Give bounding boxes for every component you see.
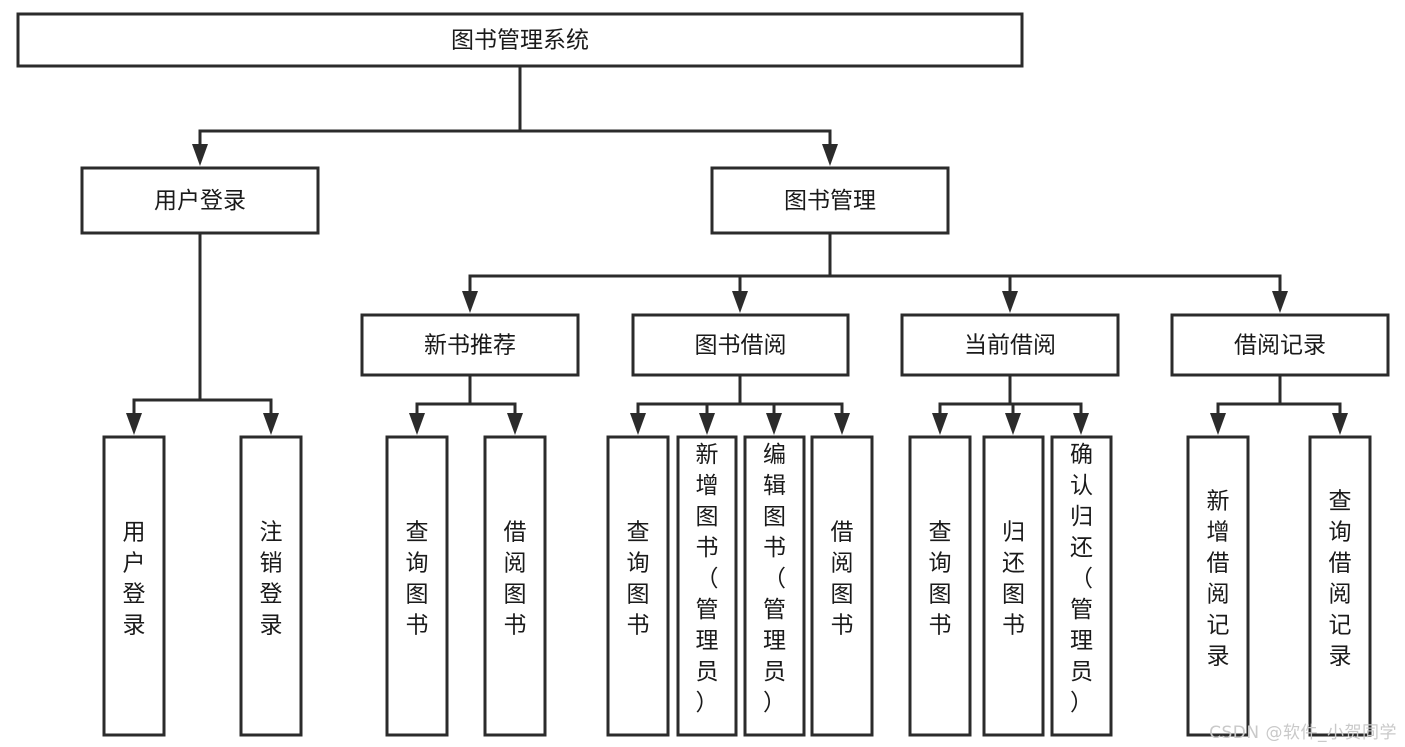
node-level2-1-box[interactable] (710, 166, 950, 235)
connector-图书管理系统-to-图书管理 (518, 66, 838, 166)
node-level3-1-box[interactable] (631, 313, 850, 377)
node-level2-0-box[interactable] (80, 166, 320, 235)
connector-新书推荐-to-查询图书 (409, 375, 472, 435)
node-leaf-3-label: 借阅图书 (504, 520, 527, 639)
node-level2-0-label: 用户登录 (154, 188, 246, 214)
node-leaf-1-label: 注销登录 (260, 520, 283, 639)
connector-用户登录-to-用户登录 (126, 233, 202, 435)
node-level2-1-label: 图书管理 (784, 188, 876, 214)
connector-图书管理-to-新书推荐 (462, 233, 832, 313)
node-leaf-4-box[interactable] (606, 435, 670, 737)
node-root[interactable]: 图书管理系统 (16, 12, 1024, 68)
connector-当前借阅-to-查询图书 (932, 375, 1012, 435)
node-level3-0-label: 新书推荐 (424, 333, 516, 359)
connector-当前借阅-to-确认归还（管理员） (1008, 375, 1089, 435)
node-leaf-7-box[interactable] (810, 435, 874, 737)
node-leaf-6-label: 编辑图书（管理员） (763, 442, 786, 716)
csdn-watermark: CSDN @软件_小贺同学 (1209, 723, 1397, 743)
node-leaf-10-label: 确认归还（管理员） (1070, 442, 1093, 716)
connector-图书借阅-to-借阅图书 (738, 375, 850, 435)
node-leaf-9-label: 归还图书 (1002, 520, 1025, 639)
node-level3-2-label: 当前借阅 (964, 333, 1056, 359)
node-leaf-10[interactable]: 确认归还（管理员） (1050, 435, 1113, 737)
node-level3-2[interactable]: 当前借阅 (900, 313, 1120, 377)
node-leaf-5[interactable]: 新增图书（管理员） (676, 435, 738, 737)
connector-图书管理-to-借阅记录 (828, 233, 1288, 313)
connector-用户登录-to-注销登录 (198, 233, 279, 435)
node-leaf-7[interactable]: 借阅图书 (810, 435, 874, 737)
connector-借阅记录-to-新增借阅记录 (1210, 375, 1282, 435)
connector-图书管理-to-图书借阅 (732, 233, 832, 313)
node-level2-1[interactable]: 图书管理 (710, 166, 950, 235)
node-layer: 图书管理系统用户登录图书管理新书推荐图书借阅当前借阅借阅记录用户登录注销登录查询… (16, 12, 1390, 737)
node-leaf-3[interactable]: 借阅图书 (483, 435, 547, 737)
connector-图书管理-to-当前借阅 (828, 233, 1018, 313)
node-leaf-1[interactable]: 注销登录 (239, 435, 303, 737)
node-leaf-3-box[interactable] (483, 435, 547, 737)
node-leaf-0-box[interactable] (102, 435, 166, 737)
node-leaf-8-label: 查询图书 (929, 520, 952, 639)
node-leaf-4[interactable]: 查询图书 (606, 435, 670, 737)
node-root-box[interactable] (16, 12, 1024, 68)
connector-图书管理系统-to-用户登录 (192, 66, 522, 166)
node-level3-2-box[interactable] (900, 313, 1120, 377)
node-leaf-0[interactable]: 用户登录 (102, 435, 166, 737)
node-leaf-8-box[interactable] (908, 435, 972, 737)
node-level3-0-box[interactable] (360, 313, 580, 377)
node-level3-3-label: 借阅记录 (1234, 333, 1326, 359)
node-leaf-7-label: 借阅图书 (831, 520, 854, 639)
node-leaf-2-box[interactable] (385, 435, 449, 737)
connector-借阅记录-to-查询借阅记录 (1278, 375, 1348, 435)
node-leaf-12[interactable]: 查询借阅记录 (1308, 435, 1372, 737)
node-leaf-5-box[interactable] (676, 435, 738, 737)
node-leaf-8[interactable]: 查询图书 (908, 435, 972, 737)
node-leaf-0-label: 用户登录 (123, 520, 146, 639)
node-leaf-9-box[interactable] (982, 435, 1045, 737)
node-leaf-5-label: 新增图书（管理员） (696, 442, 719, 716)
node-leaf-6-box[interactable] (743, 435, 806, 737)
connector-layer (126, 66, 1348, 435)
node-leaf-6[interactable]: 编辑图书（管理员） (743, 435, 806, 737)
node-leaf-2[interactable]: 查询图书 (385, 435, 449, 737)
node-leaf-11[interactable]: 新增借阅记录 (1186, 435, 1250, 737)
node-level3-3[interactable]: 借阅记录 (1170, 313, 1390, 377)
node-leaf-11-label: 新增借阅记录 (1207, 489, 1230, 670)
node-leaf-2-label: 查询图书 (406, 520, 429, 639)
node-root-label: 图书管理系统 (451, 28, 589, 54)
node-leaf-12-label: 查询借阅记录 (1329, 489, 1352, 670)
node-level3-0[interactable]: 新书推荐 (360, 313, 580, 377)
node-level3-1-label: 图书借阅 (695, 333, 787, 359)
node-level2-0[interactable]: 用户登录 (80, 166, 320, 235)
node-level3-1[interactable]: 图书借阅 (631, 313, 850, 377)
node-leaf-11-box[interactable] (1186, 435, 1250, 737)
node-leaf-10-box[interactable] (1050, 435, 1113, 737)
node-leaf-4-label: 查询图书 (627, 520, 650, 639)
node-level3-3-box[interactable] (1170, 313, 1390, 377)
node-leaf-1-box[interactable] (239, 435, 303, 737)
connector-新书推荐-to-借阅图书 (468, 375, 523, 435)
node-leaf-12-box[interactable] (1308, 435, 1372, 737)
node-leaf-9[interactable]: 归还图书 (982, 435, 1045, 737)
